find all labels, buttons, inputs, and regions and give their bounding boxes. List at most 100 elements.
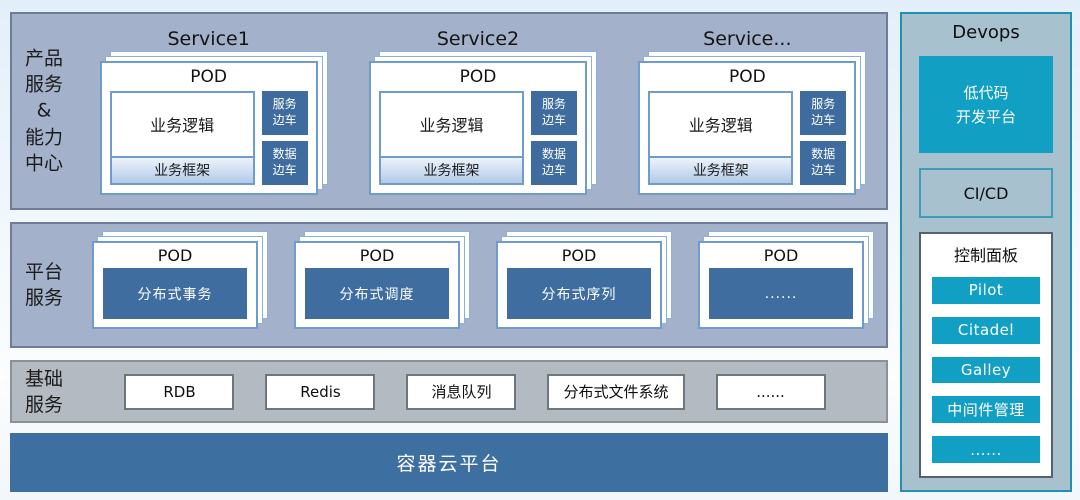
infra-item-rdb: RDB [124, 373, 235, 410]
service-sidecar-box: 服务 边车 [800, 90, 847, 135]
container-cloud-label: 容器云平台 [396, 453, 502, 475]
devops-title: Devops [952, 22, 1020, 43]
platform-pod-stack-4: POD ...... [698, 231, 874, 329]
pod-title: POD [190, 66, 228, 87]
business-logic-container: 业务逻辑 业务框架 [109, 90, 255, 185]
service-group-1: Service1 POD 业务逻辑 业务框架 [89, 28, 329, 195]
sidecar-line: 边车 [811, 112, 836, 127]
service-title: Service2 [436, 27, 520, 50]
sidecar-line: 服务 [272, 96, 297, 111]
platform-service-box: ...... [709, 268, 853, 319]
container-cloud-bar: 容器云平台 [10, 433, 888, 492]
pod-body: 业务逻辑 业务框架 服务 边车 数据 边车 [378, 90, 577, 185]
control-panel-item-pilot: Pilot [932, 277, 1040, 304]
data-sidecar-box: 数据 边车 [800, 140, 847, 185]
infrastructure-band: 基础 服务 RDB Redis 消息队列 分布式文件系统 ...... [10, 360, 888, 423]
business-logic-container: 业务逻辑 业务框架 [648, 90, 794, 185]
pod-card: POD 分布式事务 [92, 241, 258, 329]
service-group-2: Service2 POD 业务逻辑 业务框架 [358, 28, 598, 195]
label-line: 服务 [24, 287, 63, 309]
service-sidecar-box: 服务 边车 [261, 90, 308, 135]
lowcode-line: 低代码 [963, 83, 1009, 102]
infra-item-message-queue: 消息队列 [406, 373, 517, 410]
pod-title: POD [728, 66, 766, 87]
label-line: 服务 [24, 393, 63, 416]
infra-band-label: 基础 服务 [17, 365, 71, 417]
platform-services-band: 平台 服务 POD 分布式事务 POD 分布式调度 [10, 222, 888, 348]
sidecar-line: 边车 [541, 162, 566, 177]
devops-panel: Devops 低代码 开发平台 CI/CD 控制面板 Pilot Citadel… [900, 12, 1072, 492]
infra-item-distributed-fs: 分布式文件系统 [547, 373, 685, 410]
infra-item-redis: Redis [265, 373, 376, 410]
data-sidecar-box: 数据 边车 [261, 140, 308, 185]
product-services-band: 产品 服务 & 能力 中心 Service1 POD 业务逻辑 [10, 12, 888, 210]
pod-card: POD 分布式调度 [294, 241, 460, 329]
pod-card: POD 业务逻辑 业务框架 服务 边车 [368, 60, 587, 195]
service-title: Service... [703, 27, 792, 50]
pod-stack: POD 业务逻辑 业务框架 服务 边车 [99, 50, 328, 195]
platform-pod-stack-1: POD 分布式事务 [92, 231, 268, 329]
sidecar-line: 边车 [811, 162, 836, 177]
pod-stack: POD 业务逻辑 业务框架 服务 边车 [638, 50, 867, 195]
control-panel-item-citadel: Citadel [932, 316, 1040, 344]
pod-body: 业务逻辑 业务框架 服务 边车 数据 边车 [648, 90, 847, 185]
pod-title: POD [763, 246, 799, 265]
label-line: 产品 [24, 47, 63, 70]
sidecars-column: 服务 边车 数据 边车 [261, 90, 308, 185]
sidecars-column: 服务 边车 数据 边车 [800, 90, 847, 185]
business-framework-box: 业务框架 [650, 155, 792, 183]
label-line: 基础 [24, 367, 63, 390]
pod-card: POD 业务逻辑 业务框架 服务 边车 [638, 60, 857, 195]
lowcode-platform-box: 低代码 开发平台 [919, 56, 1053, 153]
control-panel: 控制面板 Pilot Citadel Galley 中间件管理 ...... [919, 232, 1053, 478]
pod-card: POD 分布式序列 [496, 241, 662, 329]
control-panel-item-middleware: 中间件管理 [932, 396, 1040, 424]
business-framework-box: 业务框架 [111, 155, 253, 183]
business-logic-box: 业务逻辑 [419, 116, 484, 135]
control-panel-item-more: ...... [932, 436, 1040, 463]
label-line: & [36, 99, 52, 122]
lowcode-line: 开发平台 [955, 107, 1016, 126]
business-framework-box: 业务框架 [380, 155, 522, 183]
infra-items-row: RDB Redis 消息队列 分布式文件系统 ...... [70, 362, 880, 421]
service-title: Service1 [167, 27, 250, 50]
platform-pods-row: POD 分布式事务 POD 分布式调度 POD 分布式序列 [74, 231, 882, 338]
platform-pod-stack-3: POD 分布式序列 [496, 231, 672, 329]
infra-item-more: ...... [715, 373, 826, 410]
pod-title: POD [359, 246, 395, 265]
label-line: 中心 [24, 152, 63, 175]
services-row: Service1 POD 业务逻辑 业务框架 [74, 20, 882, 202]
architecture-diagram: 产品 服务 & 能力 中心 Service1 POD 业务逻辑 [10, 12, 888, 492]
label-line: 能力 [24, 126, 63, 149]
sidecar-line: 服务 [811, 96, 836, 111]
product-band-label: 产品 服务 & 能力 中心 [17, 45, 71, 176]
platform-service-box: 分布式事务 [103, 268, 247, 319]
control-panel-title: 控制面板 [953, 246, 1018, 265]
pod-card: POD ...... [698, 241, 864, 329]
data-sidecar-box: 数据 边车 [530, 140, 577, 185]
sidecar-line: 服务 [541, 96, 566, 111]
platform-service-box: 分布式调度 [305, 268, 449, 319]
sidecar-line: 边车 [541, 112, 566, 127]
platform-pod-stack-2: POD 分布式调度 [294, 231, 470, 329]
service-sidecar-box: 服务 边车 [530, 90, 577, 135]
sidecars-column: 服务 边车 数据 边车 [530, 90, 577, 185]
business-logic-box: 业务逻辑 [150, 116, 215, 135]
service-group-3: Service... POD 业务逻辑 业务框架 [627, 28, 867, 195]
platform-service-box: 分布式序列 [507, 268, 651, 319]
sidecar-line: 数据 [811, 146, 836, 161]
pod-stack: POD 业务逻辑 业务框架 服务 边车 [368, 50, 597, 195]
control-panel-item-galley: Galley [932, 356, 1040, 384]
platform-band-label: 平台 服务 [17, 259, 71, 311]
pod-title: POD [157, 246, 193, 265]
pod-body: 业务逻辑 业务框架 服务 边车 数据 边车 [109, 90, 308, 185]
label-line: 服务 [24, 73, 63, 96]
sidecar-line: 数据 [272, 146, 297, 161]
business-logic-box: 业务逻辑 [688, 116, 753, 135]
label-line: 平台 [24, 260, 63, 283]
pod-title: POD [459, 66, 497, 87]
sidecar-line: 边车 [272, 112, 297, 127]
cicd-box: CI/CD [919, 168, 1053, 218]
sidecar-line: 边车 [272, 162, 297, 177]
